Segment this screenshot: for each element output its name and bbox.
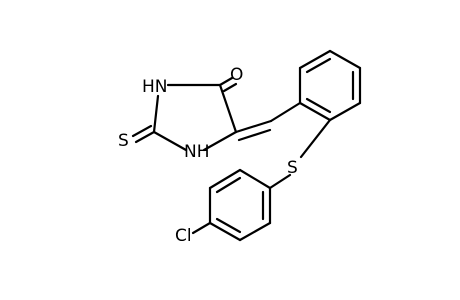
ring1-b5 (328, 101, 362, 122)
ring2-d1 (215, 176, 242, 194)
bond-co-a (218, 76, 234, 87)
thione-group (131, 124, 156, 144)
ring2-b4 (208, 221, 242, 242)
chlorine-label: Cl (175, 226, 192, 246)
ring1-b3 (328, 49, 362, 70)
nh-bottom-label: NH (184, 142, 210, 162)
bond-s-ring2 (268, 173, 292, 190)
bond-ring2-cl (191, 221, 212, 235)
bond-c4-c5 (218, 83, 238, 134)
bond-ring1-s (299, 118, 332, 159)
benzene-ring-lower (191, 168, 272, 242)
thione-sulfur-label: S (118, 131, 129, 151)
bond-c5-ch-inner (237, 128, 272, 142)
bond-c5-ch (234, 119, 273, 134)
ring2-b2 (208, 168, 242, 190)
exocyclic-double-bond (234, 119, 273, 142)
bond-cs-a (134, 130, 156, 144)
nh-top-label: HN (142, 77, 168, 97)
bond-cs-b (131, 124, 153, 138)
ring1-b2 (298, 49, 332, 70)
ring2-b1 (238, 168, 272, 190)
imidazolidine-ring (152, 83, 238, 152)
thioether-sulfur-label: S (287, 158, 298, 178)
thioether-link (268, 118, 332, 190)
bond-n3-c2 (152, 130, 188, 152)
carbonyl-group (218, 76, 238, 93)
ring2-d2 (215, 217, 242, 234)
ring1-d1 (305, 57, 332, 74)
bond-co-b (222, 82, 238, 93)
ring1-b6 (298, 101, 332, 122)
ring2-b5 (238, 221, 272, 242)
oxygen-label: O (230, 65, 243, 85)
bond-c5-n3 (202, 130, 238, 152)
bond-c2-n1 (152, 94, 160, 134)
benzene-ring-upper (269, 49, 362, 123)
bond-ch-b1 (269, 101, 302, 123)
ring1-d3 (305, 97, 332, 114)
